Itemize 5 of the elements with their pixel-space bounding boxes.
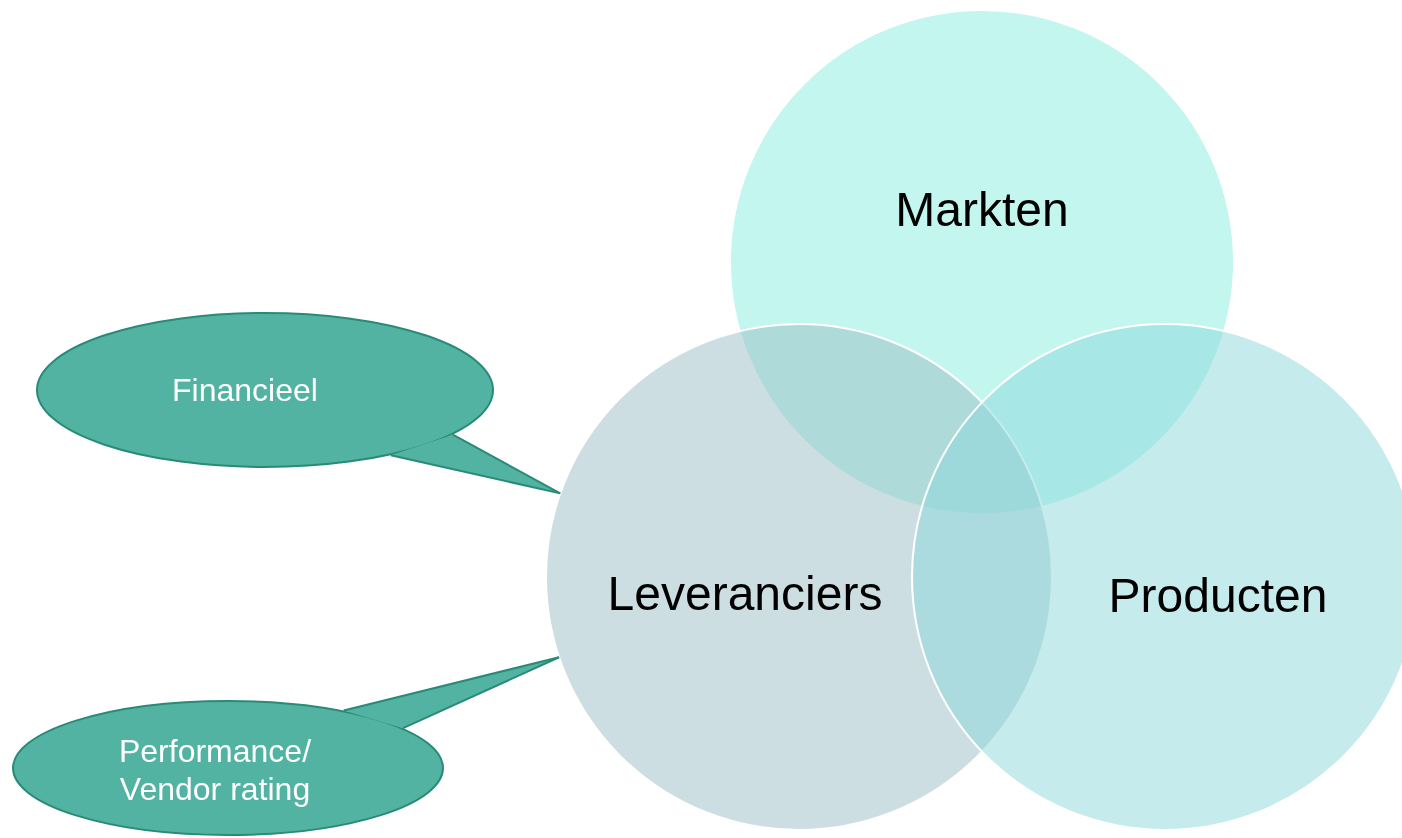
node-label: Financieel bbox=[171, 370, 319, 410]
node-label: Markten bbox=[894, 182, 1070, 239]
node-label: Leveranciers bbox=[606, 566, 884, 623]
node-label: Producten bbox=[1107, 568, 1329, 625]
node-label: Performance/ Vendor rating bbox=[117, 731, 313, 809]
